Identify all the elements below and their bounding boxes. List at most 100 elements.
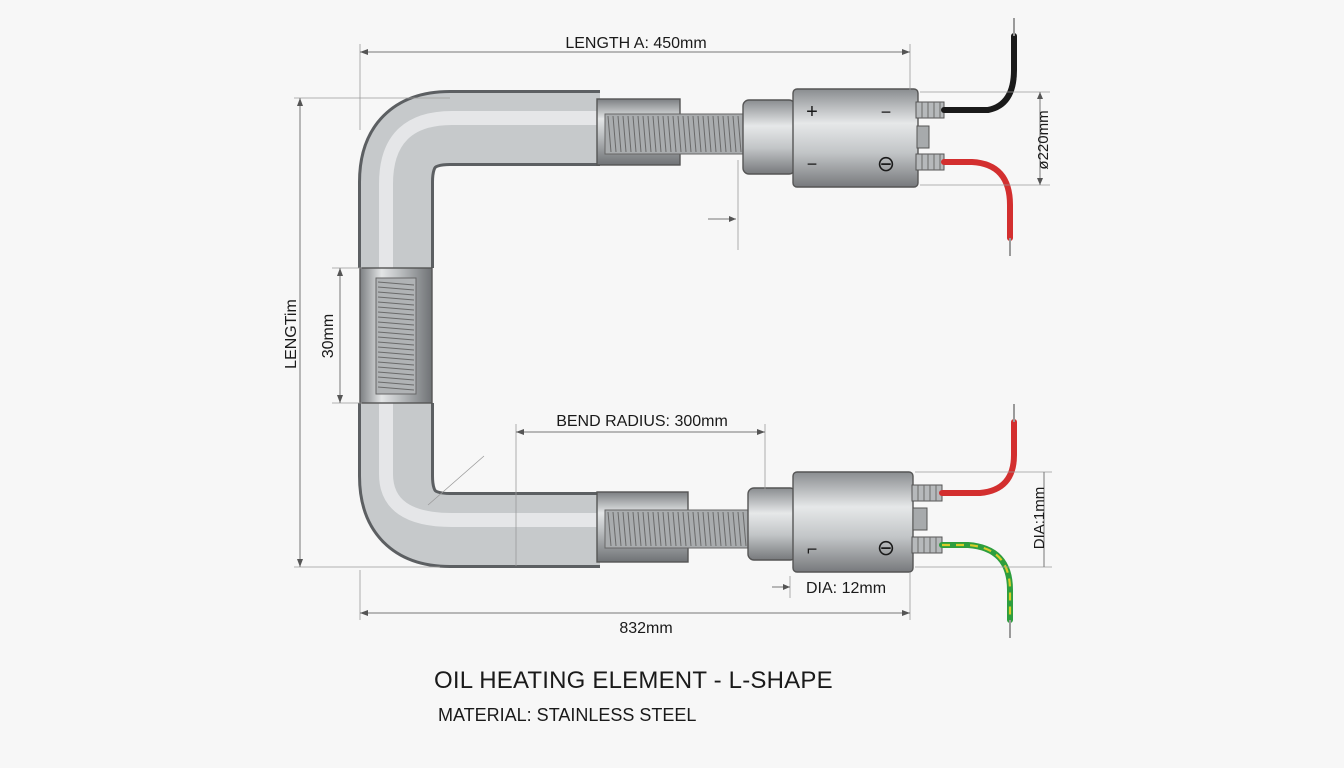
top-terminal-mark-minus-a: −	[881, 102, 892, 122]
bottom-terminal: ⌐ ⊖	[747, 471, 943, 573]
thread-line	[742, 511, 747, 547]
thread-line	[647, 115, 652, 153]
left-length-label: LENGTim	[283, 299, 300, 369]
thread-line	[637, 511, 642, 547]
heating-tube	[358, 90, 752, 568]
thread-line	[377, 296, 415, 301]
thread-line	[377, 301, 415, 306]
thread-line	[687, 115, 692, 153]
thread-line	[667, 511, 672, 547]
diagram-subtitle: MATERIAL: STAINLESS STEEL	[438, 705, 697, 725]
ground-wire-stripe	[942, 543, 1012, 620]
thread-line	[712, 115, 717, 153]
top-terminal-mark-plus: +	[806, 101, 818, 123]
thread-line	[377, 381, 415, 386]
thread-line	[672, 115, 677, 153]
bottom-terminal-nut	[912, 507, 928, 531]
thread-line	[682, 511, 687, 547]
length-a-label: LENGTH A: 450mm	[565, 35, 706, 52]
thread-line	[377, 361, 415, 366]
thread-line	[687, 511, 692, 547]
thread-line	[682, 115, 687, 153]
top-terminal-nut	[916, 125, 930, 149]
thread-line	[377, 326, 415, 331]
tube-middle-threads	[377, 281, 415, 391]
top-terminal: + − − ⊖	[742, 88, 945, 188]
thread-line	[377, 291, 415, 296]
red-wire-bottom	[939, 419, 1017, 496]
top-terminal-mark-minus-b: −	[807, 154, 818, 174]
thread-line	[377, 371, 415, 376]
thread-line	[617, 115, 622, 153]
thread-line	[697, 511, 702, 547]
thread-line	[627, 511, 632, 547]
thread-line	[377, 331, 415, 336]
thread-line	[672, 511, 677, 547]
bottom-terminal-mark-left: ⌐	[807, 539, 818, 559]
thread-line	[612, 115, 617, 153]
bottom-terminal-dia-label: DIA:1mm	[1031, 487, 1048, 550]
thread-line	[707, 115, 712, 153]
thread-line	[617, 511, 622, 547]
thread-line	[722, 115, 727, 153]
top-terminal-stud-lower	[915, 153, 945, 171]
thread-line	[377, 286, 415, 291]
thread-line	[662, 115, 667, 153]
thread-line	[377, 336, 415, 341]
thread-line	[692, 511, 697, 547]
ground-wire	[939, 542, 1013, 623]
thread-line	[377, 366, 415, 371]
thread-line	[377, 351, 415, 356]
thread-line	[377, 346, 415, 351]
tube-bend-top-fill	[361, 93, 600, 268]
thread-line	[377, 306, 415, 311]
thread-line	[652, 511, 657, 547]
thread-line	[642, 115, 647, 153]
thread-line	[377, 281, 415, 286]
top-terminal-stud-upper	[915, 101, 945, 119]
thread-line	[657, 115, 662, 153]
thread-line	[737, 511, 742, 547]
bottom-terminal-stud-lower	[911, 536, 943, 554]
thread-line	[717, 511, 722, 547]
thread-line	[632, 115, 637, 153]
thread-line	[732, 115, 737, 153]
thread-line	[697, 115, 702, 153]
thread-line	[677, 115, 682, 153]
thread-line	[702, 511, 707, 547]
thread-line	[622, 115, 627, 153]
diagram-title: OIL HEATING ELEMENT - L-SHAPE	[434, 667, 833, 694]
thread-line	[377, 316, 415, 321]
thread-line	[652, 115, 657, 153]
thread-line	[377, 376, 415, 381]
thread-line	[607, 115, 612, 153]
thread-line	[707, 511, 712, 547]
thread-line	[692, 115, 697, 153]
dimensions: LENGTH A: 450mm LENGTim 30mm BEND RADIUS…	[283, 35, 1052, 637]
thread-line	[622, 511, 627, 547]
thread-line	[377, 311, 415, 316]
bottom-terminal-mark-circle: ⊖	[877, 535, 895, 560]
thread-line	[607, 511, 612, 547]
tube-dia-label: DIA: 12mm	[806, 580, 886, 597]
thread-line	[647, 511, 652, 547]
thread-line	[727, 115, 732, 153]
thread-line	[657, 511, 662, 547]
thread-line	[677, 511, 682, 547]
thread-line	[637, 115, 642, 153]
thread-line	[712, 511, 717, 547]
top-terminal-neck	[742, 99, 796, 175]
thread-line	[722, 511, 727, 547]
thread-line	[612, 511, 617, 547]
section-label: 30mm	[320, 314, 337, 358]
top-terminal-mark-circle: ⊖	[877, 151, 895, 176]
thread-line	[632, 511, 637, 547]
thread-line	[377, 341, 415, 346]
black-wire	[941, 33, 1017, 113]
thread-line	[667, 115, 672, 153]
thread-line	[732, 511, 737, 547]
thread-line	[377, 356, 415, 361]
bottom-terminal-stud-upper	[911, 484, 943, 502]
thread-line	[737, 115, 742, 153]
